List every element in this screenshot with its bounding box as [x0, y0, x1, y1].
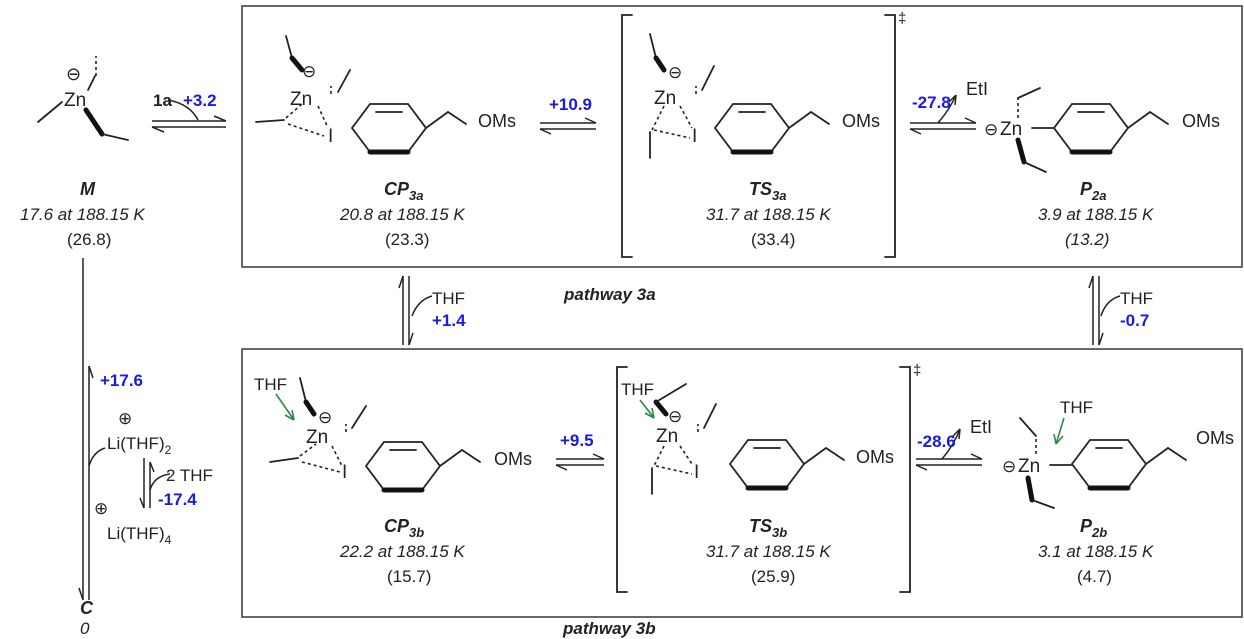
molecule-p2a: ⊖ Zn OMs: [984, 87, 1220, 173]
svg-text:⊖: ⊖: [318, 408, 332, 427]
dg-ts3b-p2b: -28.6: [917, 432, 956, 451]
ts3b-energy: 31.7 at 188.15 K: [706, 542, 831, 561]
cp3b-paren: (15.7): [387, 567, 431, 586]
m-energy: 17.6 at 188.15 K: [20, 205, 145, 224]
svg-text:OMs: OMs: [478, 111, 516, 131]
pathway-3b-box: [241, 348, 1243, 618]
svg-text:OMs: OMs: [494, 449, 532, 469]
p2b-energy: 3.1 at 188.15 K: [1038, 542, 1154, 561]
svg-text:⊖: ⊖: [302, 62, 316, 81]
equilibrium-cp3b-cp3a: [398, 275, 433, 346]
svg-text:Zn: Zn: [306, 427, 328, 448]
svg-text:I: I: [694, 462, 699, 483]
ts3a-paren: (33.4): [751, 230, 795, 249]
svg-text:THF: THF: [254, 375, 287, 394]
svg-text:⊖: ⊖: [1002, 457, 1016, 476]
m-label: M: [80, 179, 96, 199]
svg-text:Zn: Zn: [656, 426, 678, 447]
c-energy: 0: [80, 619, 90, 638]
equilibrium-li-exchange: [139, 458, 171, 509]
equilibrium-ts3a-p2a: [909, 94, 977, 135]
dg-li-exchange: -17.4: [158, 490, 197, 509]
plus-li4: ⊕: [94, 499, 108, 518]
ts3a-label: TS3a: [749, 179, 786, 203]
cp3a-label: CP3a: [384, 179, 423, 203]
equilibrium-cp3b-ts3b: [555, 453, 605, 471]
product-li-thf4: Li(THF)4: [107, 524, 172, 547]
svg-text:THF: THF: [1060, 398, 1093, 417]
equilibrium-m-c: [78, 258, 106, 601]
svg-text:THF: THF: [621, 380, 654, 399]
dg-m-cp3a: +3.2: [183, 91, 217, 110]
cp3b-label: CP3b: [384, 516, 424, 540]
cp3a-energy: 20.8 at 188.15 K: [339, 205, 465, 224]
c-label: C: [80, 598, 94, 618]
dg-ts3a-p2a: -27.8: [912, 93, 951, 112]
svg-text:‡: ‡: [913, 362, 921, 379]
dg-cp3b-cp3a: +1.4: [432, 311, 466, 330]
reagent-2thf: 2 THF: [166, 466, 213, 485]
reagent-thf-cp: THF: [432, 289, 465, 308]
svg-text:‡: ‡: [898, 10, 906, 27]
p2a-label: P2a: [1080, 179, 1106, 203]
svg-text:⊖: ⊖: [66, 64, 81, 84]
svg-text:OMs: OMs: [1182, 111, 1220, 131]
svg-text:Zn: Zn: [290, 89, 312, 110]
p2a-energy: 3.9 at 188.15 K: [1038, 205, 1154, 224]
p2b-paren: (4.7): [1077, 567, 1112, 586]
reagent-thf-p: THF: [1120, 289, 1153, 308]
reagent-1a: 1a: [153, 91, 172, 110]
p2b-label: P2b: [1080, 516, 1107, 540]
svg-text:⊖: ⊖: [668, 407, 682, 426]
svg-text:OMs: OMs: [856, 447, 894, 467]
svg-text:⊖: ⊖: [668, 63, 682, 82]
svg-text:Zn: Zn: [1018, 456, 1040, 477]
equilibrium-p2b-p2a: [1088, 275, 1121, 346]
molecule-cp3a: ⊖ Zn I OMs: [255, 35, 516, 152]
svg-text:I: I: [328, 126, 333, 147]
ts3a-energy: 31.7 at 188.15 K: [706, 205, 831, 224]
pathway-3a-box: [241, 5, 1243, 268]
cp3b-energy: 22.2 at 188.15 K: [339, 542, 465, 561]
m-paren: (26.8): [67, 230, 111, 249]
pathway-3b-label: pathway 3b: [562, 619, 656, 638]
molecule-cp3b: THF ⊖ Zn I OMs: [254, 375, 532, 490]
svg-text:Zn: Zn: [1000, 119, 1022, 140]
pathway-3a-label: pathway 3a: [563, 285, 656, 304]
svg-text:OMs: OMs: [842, 111, 880, 131]
cp3a-paren: (23.3): [385, 230, 429, 249]
plus-li2: ⊕: [118, 409, 132, 428]
dg-cp3b-ts3b: +9.5: [560, 431, 594, 450]
reagent-li-thf2: Li(THF)2: [107, 434, 172, 457]
ts3b-label: TS3b: [749, 516, 787, 540]
molecule-ts3b: ‡ THF ⊖ Zn I OMs: [616, 362, 921, 593]
svg-text:⊖: ⊖: [984, 120, 998, 139]
leaving-eti-a: EtI: [966, 79, 988, 99]
equilibrium-m-cp3a: [151, 99, 227, 133]
molecule-p2b: THF ⊖ Zn OMs: [1002, 398, 1234, 509]
dg-c-m: +17.6: [100, 371, 143, 390]
svg-text:Zn: Zn: [64, 90, 86, 111]
svg-text:I: I: [342, 462, 347, 483]
leaving-eti-b: EtI: [970, 417, 992, 437]
molecule-ts3a: ‡ ⊖ Zn I OMs: [621, 10, 906, 258]
equilibrium-ts3b-p2b: [915, 428, 983, 471]
svg-text:I: I: [692, 126, 697, 147]
svg-text:Zn: Zn: [654, 88, 676, 109]
molecule-m: ⊖ Zn: [37, 56, 129, 141]
p2a-paren: (13.2): [1065, 230, 1109, 249]
ts3b-paren: (25.9): [751, 567, 795, 586]
svg-text:OMs: OMs: [1196, 428, 1234, 448]
dg-p2b-p2a: -0.7: [1120, 311, 1149, 330]
dg-cp3a-ts3a: +10.9: [549, 95, 592, 114]
equilibrium-cp3a-ts3a: [539, 117, 597, 135]
